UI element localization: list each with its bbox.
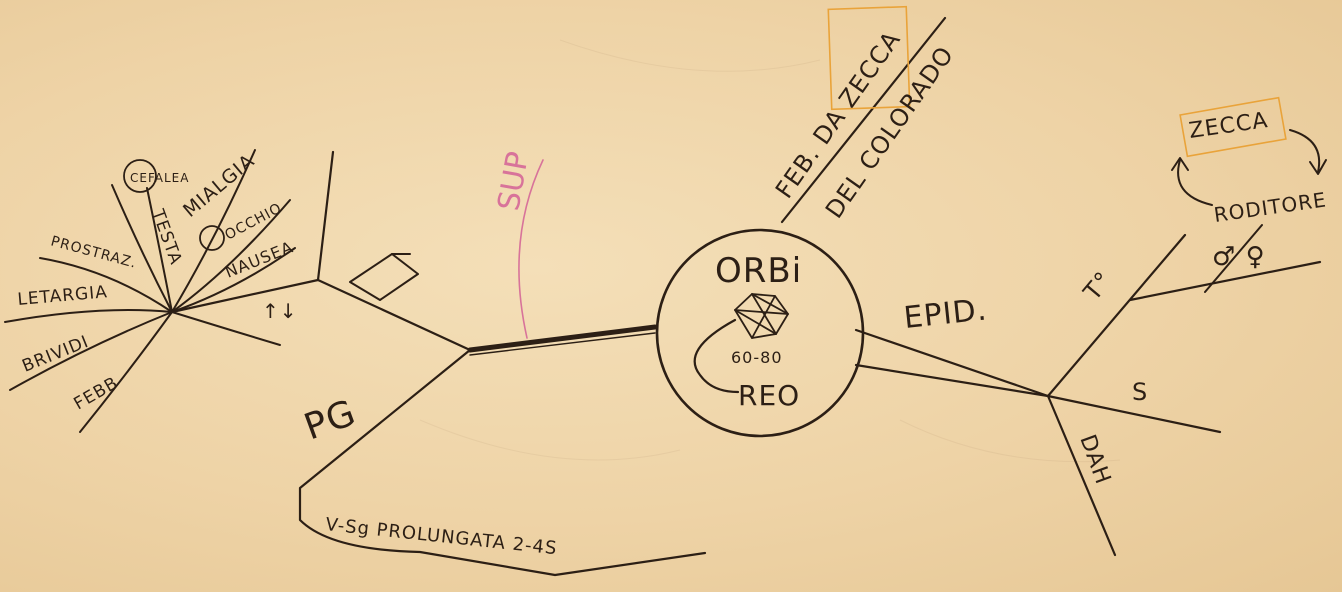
symptom-testa: TESTA [147,206,186,268]
cycle-arrowhead-left [1171,157,1189,171]
left-upper-branch [316,150,472,352]
bottom-note: V-Sg PROLUNGATA 2-4S [324,514,558,559]
t-branch [1046,233,1187,398]
symptom-nausea: NAUSEA [222,237,296,282]
double-arrow-icon [349,253,419,301]
dah-label: DAH [1074,432,1115,489]
sup-arc [518,159,544,339]
epid-branch-top [854,328,1050,398]
virus-icon [734,293,789,339]
s-branch [1046,394,1222,434]
vector-branch [1128,260,1322,302]
symptom-brividi: BRIVIDI [19,332,92,377]
thick-connector [467,324,658,353]
arrow-label: ↑↓ [262,299,298,323]
center-bottom: REO [738,379,800,412]
symptom-occhio: OCCHIO [222,200,284,243]
s-label: S [1132,378,1148,406]
cefalea-circle [123,159,157,193]
center-curve [693,318,740,394]
top-branch-line [780,16,947,224]
symptom-prostraz: PROSTRAZ. [49,233,139,271]
center-title: ORBi [715,251,802,291]
epid-branch-bottom [854,363,1050,398]
zecca-box [1179,96,1287,158]
cycle-arrow-left [1177,159,1213,206]
symptom-cefalea: CEFALEA [130,171,189,185]
gender-symbols: ♂ ♀ [1212,242,1266,272]
center-range: 60-80 [731,348,783,367]
cross-line [1204,224,1263,293]
t-label: T° [1078,266,1119,307]
zecca-highlight-box [827,5,911,111]
cycle-arrowhead-right [1309,159,1327,175]
symptom-letargia: LETARGIA [17,282,109,310]
vector-zecca: ZECCA [1187,108,1269,144]
left-lower-branch [298,348,707,577]
symptom-mialgia: MIALGIA [179,150,259,222]
symptom-febb: FEBB [71,373,122,414]
occhio-circle [199,225,225,251]
dah-branch [1046,394,1117,557]
left-symptoms-connector [170,278,320,314]
cycle-arrow-right [1289,129,1321,173]
symptom-fan [4,149,296,433]
sup-label: SUP [491,149,536,213]
pg-label: PG [299,392,362,448]
vector-roditore: RODITORE [1212,187,1328,227]
epid-label: EPID. [902,292,989,336]
